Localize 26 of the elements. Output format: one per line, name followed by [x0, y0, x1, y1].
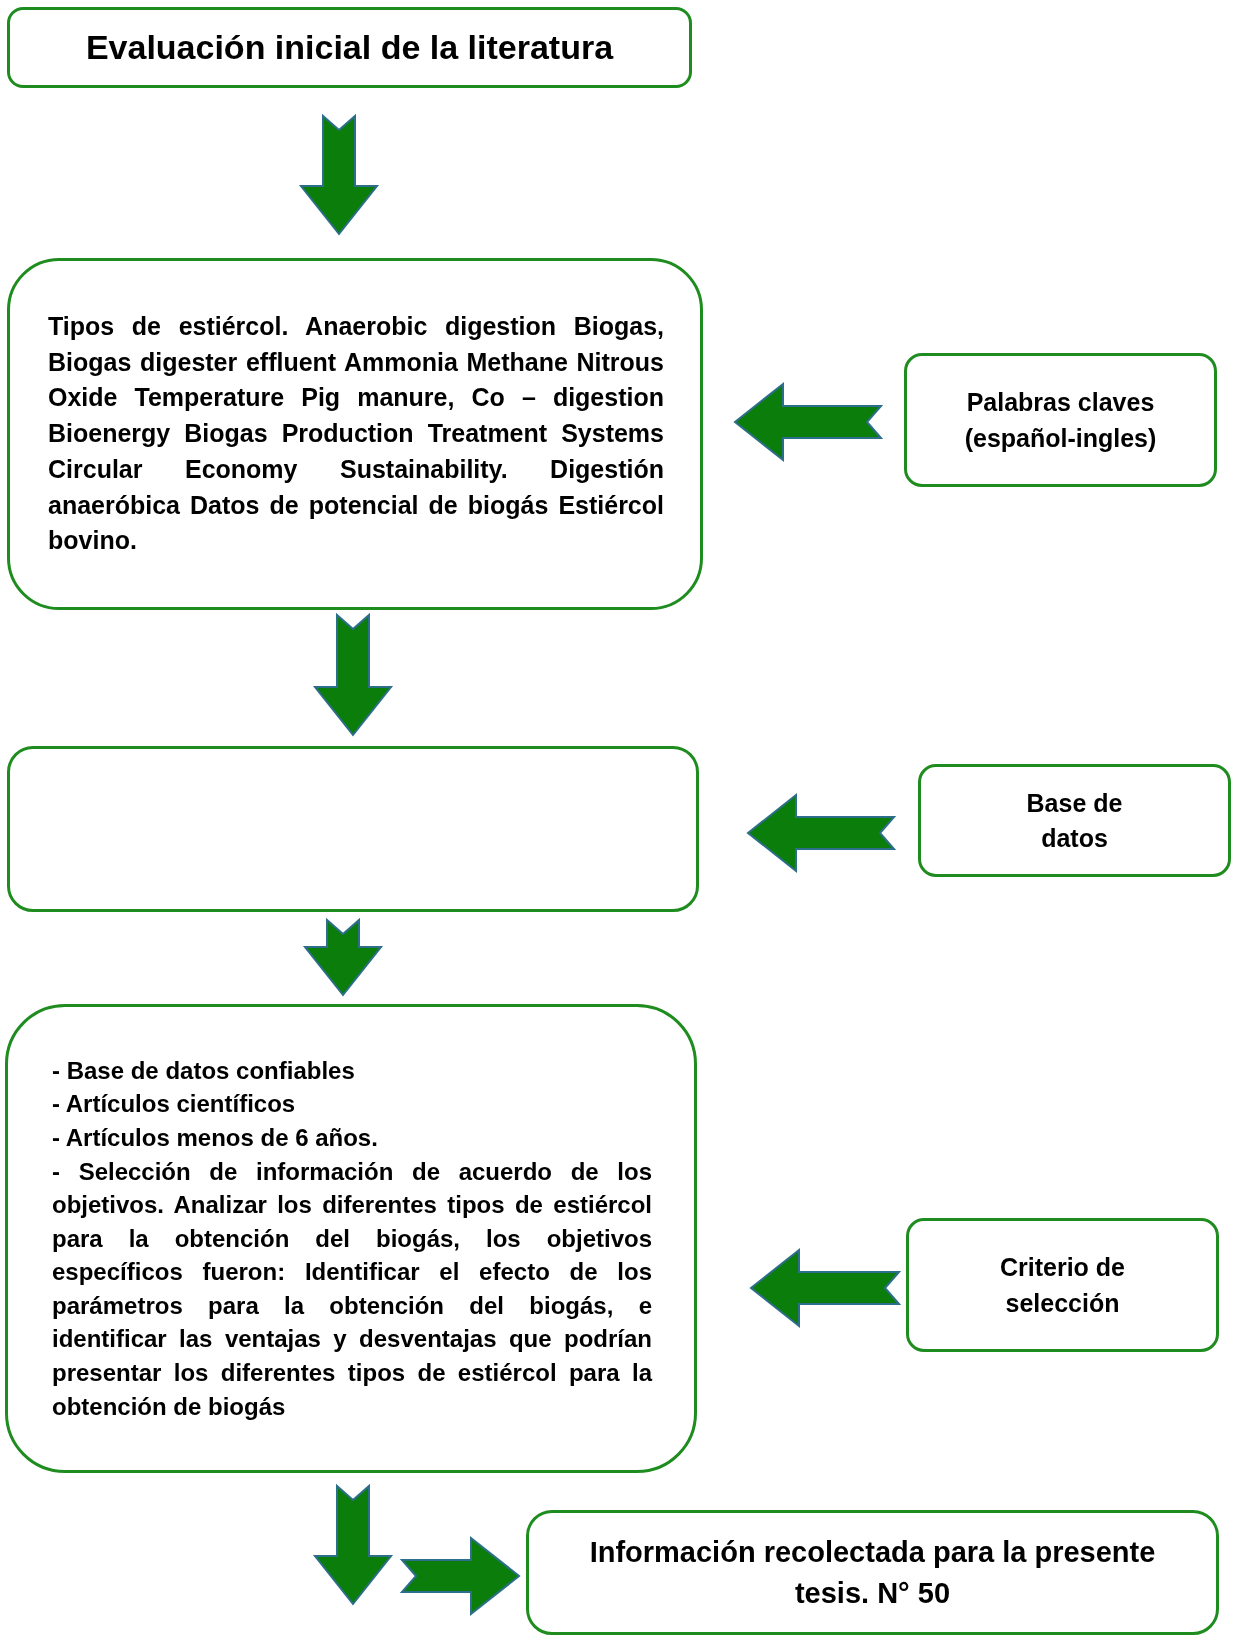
node-text: Tipos de estiércol. Anaerobic digestion Biogas, Biogas digester effluent Ammonia Methane Nitrous Oxide Temperature Pig manure, Co – digestion Bioenergy Biogas Production Treatment Systems Circular Economy Sustainability. Digestión anaeróbica Datos de potencial de biogás Estiércol bovino. [48, 310, 664, 557]
block-arrow [312, 612, 394, 737]
node-text: - Artículos menos de 6 años. [52, 1122, 379, 1153]
process-box [906, 1218, 1219, 1352]
node-text: Palabras claves (español-ingles) [963, 386, 1158, 454]
process-box [918, 764, 1231, 877]
node-text: - Selección de información de acuerdo de los objetivos. Analizar los diferentes tipos de estiércol para la obtención del biogás, los objetivos específicos fueron: Identificar el efecto de los parámetros para la obtención del biogás, e identificar las ventajas y desventajas que podrían presentar los diferentes tipos de estiércol para la obtención de biogás [52, 1156, 652, 1422]
block-arrow [746, 792, 897, 874]
block-arrow [733, 381, 884, 463]
process-box [526, 1510, 1219, 1635]
process-box [7, 7, 692, 88]
node-text: Base de datos [1025, 787, 1124, 854]
process-box [904, 353, 1217, 487]
node-text: Evaluación inicial de la literatura [84, 27, 615, 68]
node-text: Criterio de selección [999, 1251, 1126, 1319]
block-arrow [399, 1535, 521, 1617]
node-text: Información recolectada para la presente tesis. N° 50 [588, 1534, 1157, 1611]
block-arrow [298, 113, 380, 236]
process-box [5, 1004, 697, 1473]
empty-box [7, 746, 699, 912]
block-arrow [302, 917, 384, 997]
process-box [7, 258, 703, 610]
block-arrow [749, 1247, 902, 1329]
block-arrow [312, 1483, 394, 1606]
node-text: - Base de datos confiables [52, 1055, 356, 1086]
node-text: - Artículos científicos [52, 1089, 297, 1120]
